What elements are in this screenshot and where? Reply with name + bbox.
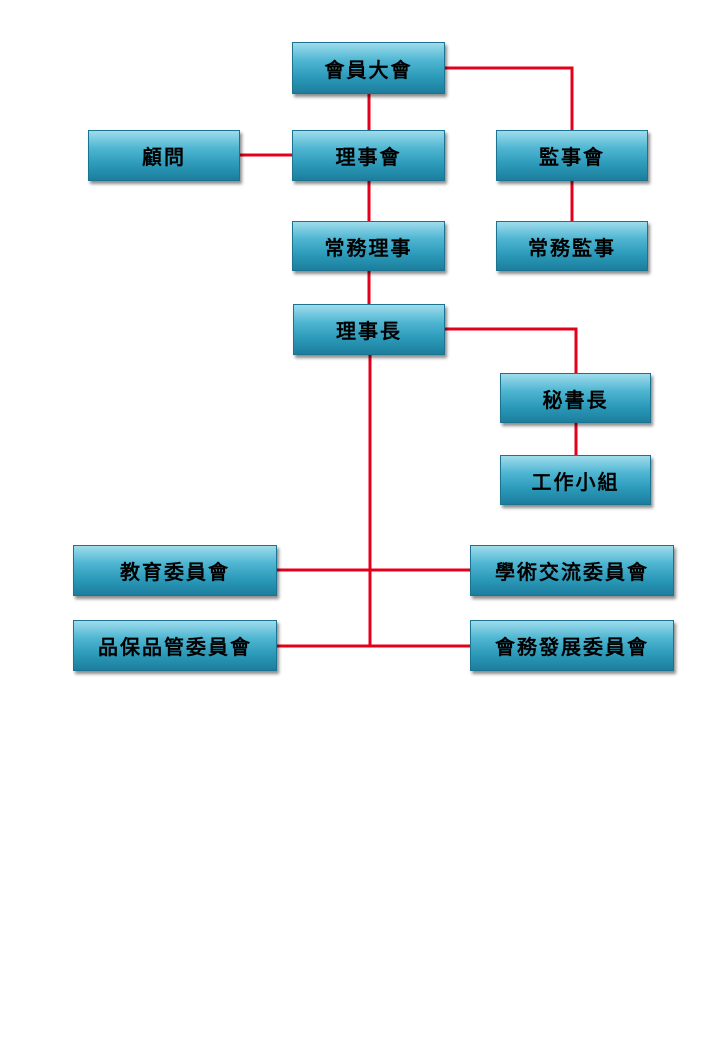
standing-supervisors-box: 常務監事 [496,221,648,271]
general-assembly-label: 會員大會 [324,57,413,82]
chairman-label: 理事長 [336,319,402,343]
board-of-directors-label: 理事會 [335,145,402,169]
board-of-supervisors-box: 監事會 [496,130,648,181]
working-group-box: 工作小組 [500,455,651,505]
standing-directors-box: 常務理事 [292,221,445,271]
advisor-label: 顧問 [142,145,186,169]
academic-exchange-committee-box: 學術交流委員會 [470,545,674,596]
development-committee-box: 會務發展委員會 [470,620,674,671]
education-committee-box: 教育委員會 [73,545,277,596]
working-group-label: 工作小組 [531,469,620,494]
academic-exchange-committee-label: 學術交流委員會 [495,560,649,584]
standing-directors-label: 常務理事 [324,235,413,260]
general-assembly-box: 會員大會 [292,42,445,94]
quality-committee-label: 品保品管委員會 [98,635,252,659]
advisor-box: 顧問 [88,130,240,181]
secretary-general-label: 秘書長 [542,387,609,412]
secretary-general-box: 秘書長 [500,373,651,423]
board-of-directors-box: 理事會 [292,130,445,181]
education-committee-label: 教育委員會 [120,560,230,584]
standing-supervisors-label: 常務監事 [528,235,616,260]
chairman-box: 理事長 [293,304,445,355]
quality-committee-box: 品保品管委員會 [73,620,277,671]
development-committee-label: 會務發展委員會 [495,635,649,659]
board-of-supervisors-label: 監事會 [539,145,605,169]
